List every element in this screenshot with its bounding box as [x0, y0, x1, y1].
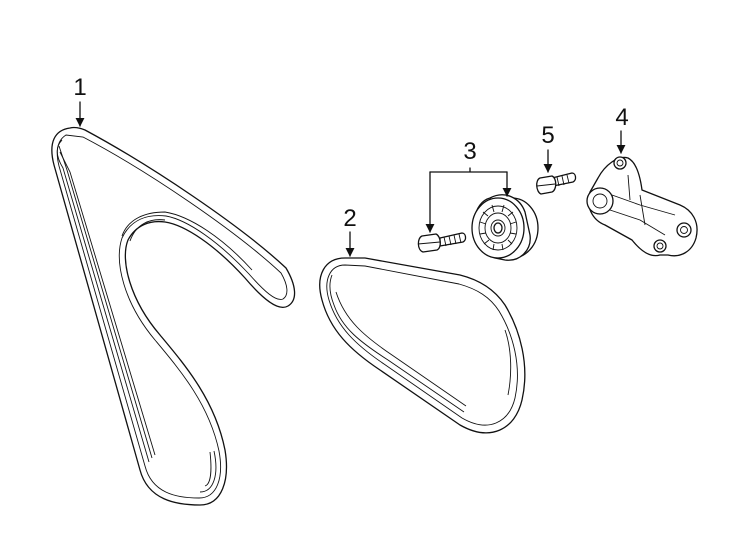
bracket-bolt-part — [536, 172, 577, 195]
pulley-bracket-part — [586, 156, 698, 257]
idler-bolt — [417, 232, 467, 253]
callout-1-label: 1 — [73, 74, 87, 101]
callout-5-label: 5 — [541, 122, 555, 149]
callout-2-label: 2 — [343, 205, 357, 232]
belt-1 — [51, 126, 296, 506]
belt-2 — [319, 257, 526, 434]
idler-pulley — [471, 194, 539, 261]
callout-3-leader — [425, 167, 512, 233]
callout-3-label: 3 — [463, 138, 477, 165]
callout-4-label: 4 — [615, 104, 629, 131]
